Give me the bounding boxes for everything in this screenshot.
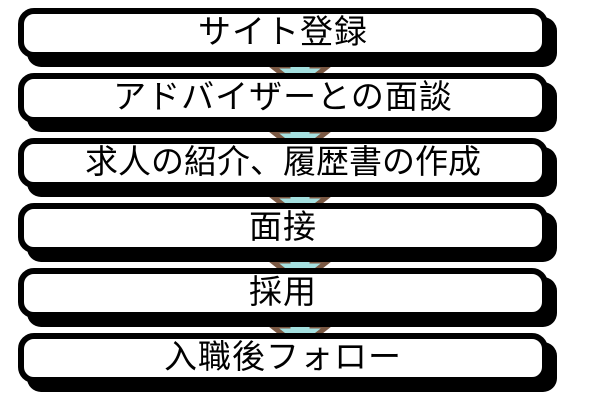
step-card: 入職後フォロー <box>18 333 548 383</box>
step-card: 面接 <box>18 203 548 253</box>
step-label: 面接 <box>249 209 317 246</box>
step-card: 採用 <box>18 268 548 318</box>
step-card: アドバイザーとの面談 <box>18 73 548 123</box>
step-card: 求人の紹介、履歴書の作成 <box>18 138 548 188</box>
step-label: 求人の紹介、履歴書の作成 <box>85 144 481 181</box>
step-card: サイト登録 <box>18 8 548 58</box>
step-label: 入職後フォロー <box>164 339 402 376</box>
flow-step[interactable]: 採用 <box>18 268 557 327</box>
flow-step[interactable]: アドバイザーとの面談 <box>18 73 557 132</box>
flow-step[interactable]: 求人の紹介、履歴書の作成 <box>18 138 557 197</box>
step-label: 採用 <box>249 274 317 311</box>
flow-step[interactable]: サイト登録 <box>18 8 557 67</box>
step-label: アドバイザーとの面談 <box>113 79 453 116</box>
step-label: サイト登録 <box>198 14 368 51</box>
flow-step[interactable]: 面接 <box>18 203 557 262</box>
flow-step[interactable]: 入職後フォロー <box>18 333 557 392</box>
